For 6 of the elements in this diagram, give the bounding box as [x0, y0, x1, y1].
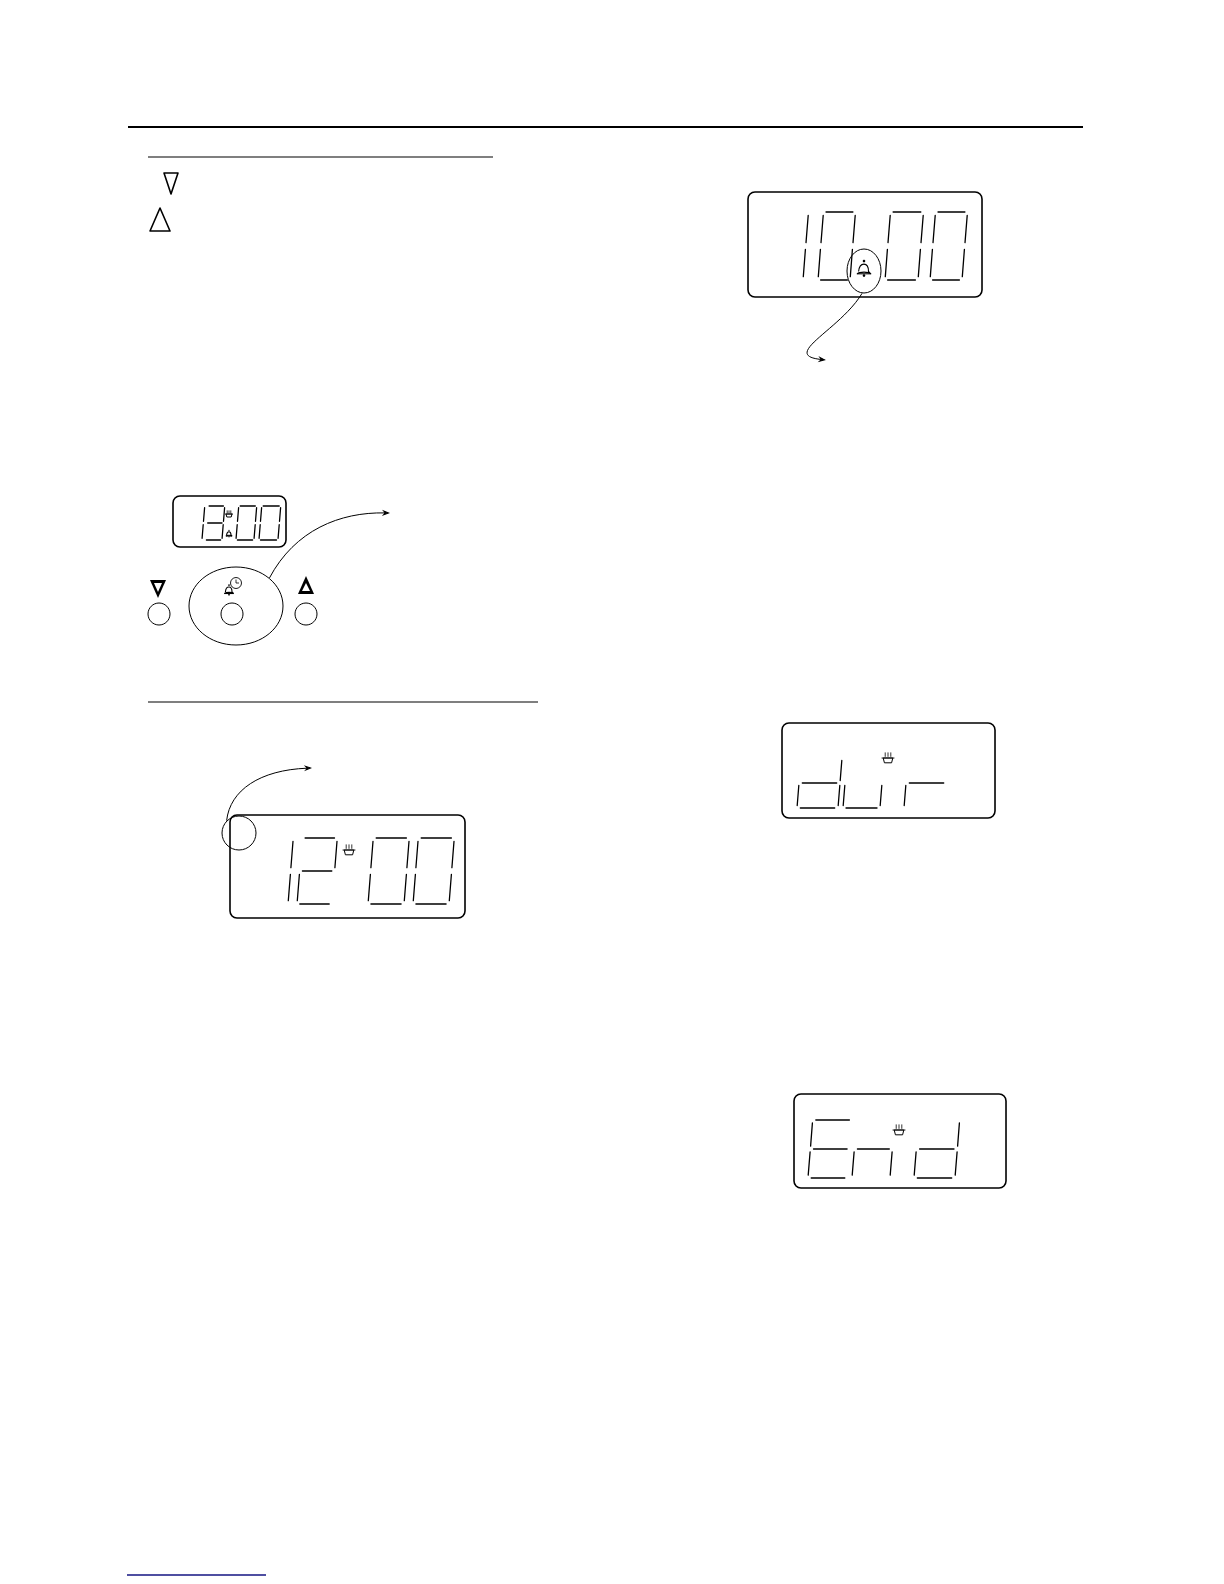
highlight-circle	[188, 566, 284, 646]
arrow	[268, 510, 390, 579]
highlight-circle	[221, 815, 257, 851]
arrow	[806, 292, 863, 362]
highlight-circle	[846, 248, 882, 294]
arrow	[226, 765, 312, 822]
